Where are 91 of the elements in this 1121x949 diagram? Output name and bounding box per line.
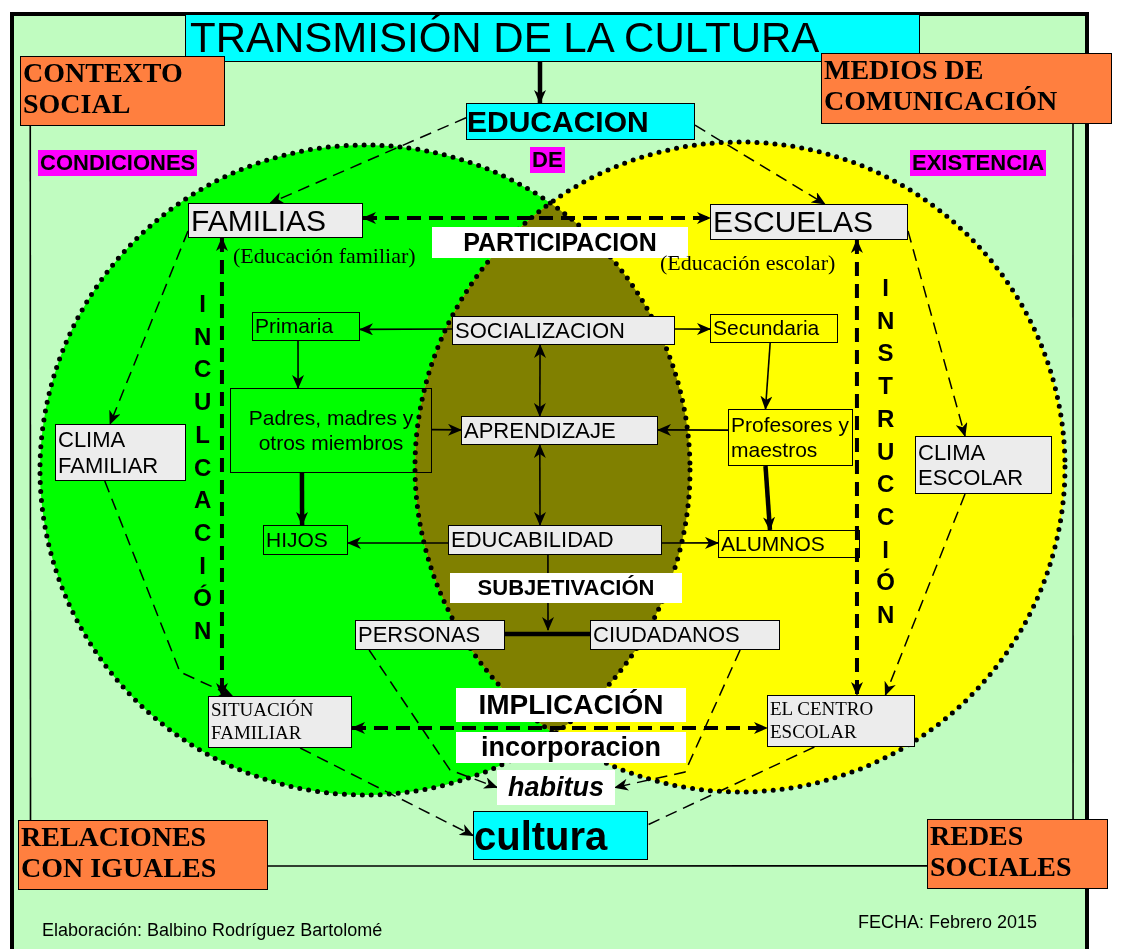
institution-box bbox=[710, 204, 908, 240]
node-text: APRENDIZAJE bbox=[464, 417, 617, 444]
dashed-arrow bbox=[351, 722, 768, 734]
node-text: Profesores y maestros bbox=[731, 413, 850, 462]
node-text: SITUACIÓN FAMILIAR bbox=[211, 699, 315, 745]
process-box bbox=[461, 416, 658, 445]
section-label: CONDICIONES bbox=[38, 150, 198, 176]
node-text: cultura bbox=[474, 815, 609, 856]
connector-line bbox=[505, 631, 590, 637]
process-box bbox=[915, 436, 1052, 494]
arrow bbox=[534, 62, 546, 104]
arrow bbox=[431, 423, 462, 436]
arrow bbox=[292, 340, 305, 389]
process-box bbox=[452, 316, 675, 345]
edge-label: SUBJETIVACIÓN bbox=[450, 573, 682, 603]
arrow bbox=[674, 323, 711, 336]
concept-box bbox=[473, 811, 648, 860]
vertical-label: INSTRUCCIÓN bbox=[876, 273, 896, 631]
dashed-arrow bbox=[362, 212, 711, 225]
dashed-arrow bbox=[907, 230, 968, 437]
process-box bbox=[710, 314, 838, 343]
edge-label: IMPLICACIÓN bbox=[456, 688, 686, 722]
footer-note: FECHA: Febrero 2015 bbox=[858, 912, 1038, 933]
section-label: DE bbox=[530, 147, 565, 173]
node-text: Padres, madres y otros miembros bbox=[247, 406, 415, 455]
context-box bbox=[821, 53, 1112, 124]
process-box bbox=[767, 695, 915, 747]
vertical-label: INCULCACIÓN bbox=[193, 289, 213, 647]
arrow bbox=[533, 444, 546, 526]
dashed-arrow bbox=[104, 480, 234, 697]
node-text: CIUDADANOS bbox=[593, 622, 741, 648]
dashed-arrow bbox=[269, 117, 467, 204]
dashed-arrow bbox=[694, 124, 826, 205]
node-text: CLIMA ESCOLAR bbox=[918, 439, 1025, 491]
node-text: PERSONAS bbox=[358, 622, 482, 648]
node-text: EL CENTRO ESCOLAR bbox=[770, 698, 875, 744]
process-box bbox=[230, 388, 432, 473]
process-box bbox=[208, 696, 352, 748]
connector-line bbox=[29, 125, 32, 821]
node-text: TRANSMISIÓN DE LA CULTURA bbox=[190, 17, 821, 59]
process-box bbox=[718, 530, 860, 558]
institution-box bbox=[188, 203, 363, 238]
node-text: Secundaria bbox=[713, 316, 821, 341]
arrow bbox=[760, 342, 773, 410]
node-text: ESCUELAS bbox=[713, 205, 875, 239]
dashed-arrow bbox=[109, 230, 189, 425]
node-text: SOCIALIZACION bbox=[455, 317, 626, 344]
concept-box bbox=[466, 103, 695, 140]
node-text: CONTEXTO SOCIAL bbox=[23, 57, 184, 120]
title-banner bbox=[185, 14, 920, 62]
node-text: EDUCABILIDAD bbox=[451, 527, 615, 553]
arrow bbox=[347, 537, 449, 549]
arrow bbox=[533, 344, 547, 417]
node-text: habitus bbox=[507, 772, 605, 803]
dashed-arrow bbox=[215, 237, 228, 697]
footer-note: Elaboración: Balbino Rodríguez Bartolomé bbox=[42, 920, 383, 941]
arrow bbox=[657, 423, 729, 436]
connector-line bbox=[1072, 123, 1074, 820]
node-text: MEDIOS DE COMUNICACIÓN bbox=[824, 54, 1059, 117]
node-text: ALUMNOS bbox=[721, 531, 826, 557]
arrow bbox=[661, 536, 719, 549]
context-box bbox=[18, 820, 268, 890]
process-box bbox=[55, 424, 186, 481]
process-box bbox=[263, 525, 348, 555]
dashed-arrow bbox=[368, 649, 498, 789]
node-text: REDES SOCIALES bbox=[930, 820, 1073, 883]
node-text: RELACIONES CON IGUALES bbox=[21, 821, 218, 884]
process-box bbox=[252, 312, 360, 341]
arrow bbox=[359, 323, 453, 336]
node-text: Primaria bbox=[255, 314, 335, 339]
connector-line bbox=[267, 865, 928, 867]
dashed-arrow bbox=[614, 649, 741, 791]
process-box bbox=[590, 620, 780, 650]
dashed-arrow bbox=[299, 747, 474, 837]
process-box bbox=[448, 525, 662, 555]
arrow bbox=[763, 465, 776, 531]
dashed-arrow bbox=[884, 493, 966, 696]
arrow bbox=[296, 473, 309, 526]
node-text: HIJOS bbox=[266, 527, 329, 553]
context-box bbox=[927, 819, 1108, 889]
node-text: EDUCACION bbox=[467, 106, 650, 137]
node-text: FAMILIAS bbox=[191, 203, 328, 238]
context-box bbox=[20, 56, 225, 126]
term-box bbox=[497, 770, 615, 805]
node-text: CLIMA FAMILIAR bbox=[58, 427, 160, 478]
section-label: EXISTENCIA bbox=[910, 150, 1047, 176]
dashed-line bbox=[647, 746, 816, 826]
process-label: incorporacion bbox=[456, 732, 686, 763]
node-caption: (Educación familiar) bbox=[233, 243, 416, 269]
process-box bbox=[355, 620, 505, 650]
dashed-arrow bbox=[850, 239, 863, 696]
